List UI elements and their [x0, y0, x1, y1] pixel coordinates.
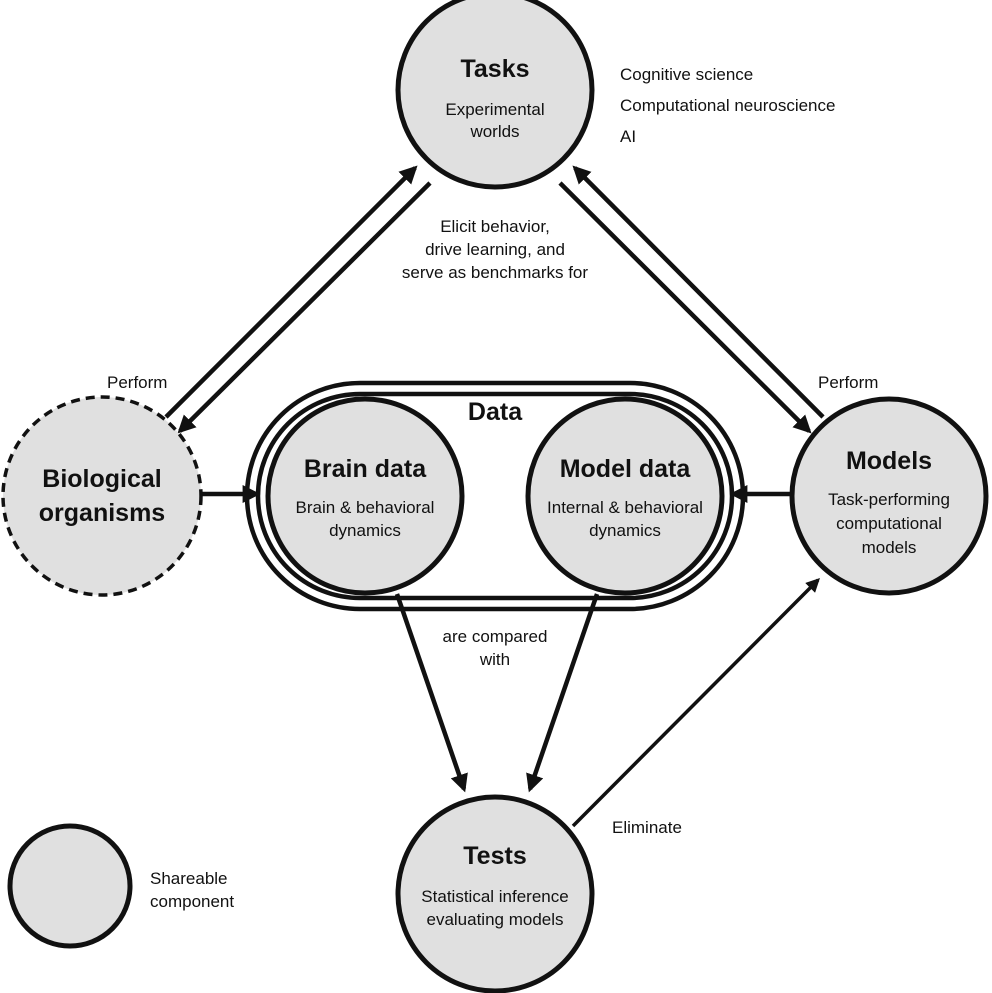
brain-data-subtitle-line1: Brain & behavioral	[296, 498, 435, 517]
tests-node	[395, 794, 595, 993]
model-data-title: Model data	[560, 455, 692, 483]
models-subtitle-line1: Task-performing	[828, 490, 950, 509]
compared-label-line1: are compared	[443, 627, 548, 646]
biological-organisms-node	[1, 395, 203, 597]
elicit-label-line3: serve as benchmarks for	[402, 263, 588, 282]
models-subtitle-line2: computational	[836, 514, 942, 533]
elicit-label-line2: drive learning, and	[425, 240, 565, 259]
arrow-model-data-to-tests	[526, 593, 600, 793]
arrows	[164, 165, 825, 828]
perform-label-left: Perform	[107, 373, 167, 392]
arrow-brain-data-to-tests	[394, 593, 468, 793]
legend-swatch	[7, 823, 133, 949]
legend-label-line1: Shareable	[150, 869, 228, 888]
brain-data-node	[265, 396, 465, 596]
tasks-subtitle-line1: Experimental	[445, 100, 544, 119]
model-data-subtitle-line1: Internal & behavioral	[547, 498, 703, 517]
models-subtitle-line3: models	[862, 538, 917, 557]
tests-subtitle-line2: evaluating models	[426, 910, 563, 929]
biological-organisms-line2: organisms	[39, 499, 165, 527]
tasks-subtitle-line2: worlds	[469, 122, 519, 141]
arrow-tasks-to-biological	[177, 181, 432, 434]
tasks-title: Tasks	[460, 55, 529, 83]
models-node	[789, 396, 989, 596]
brain-data-title: Brain data	[304, 455, 427, 483]
biological-organisms-line1: Biological	[42, 465, 161, 493]
field-item: Computational neuroscience	[620, 96, 835, 115]
elicit-label-line1: Elicit behavior,	[440, 217, 550, 236]
brain-data-subtitle-line2: dynamics	[329, 521, 401, 540]
data-group-title: Data	[468, 398, 523, 426]
field-item: Cognitive science	[620, 65, 753, 84]
arrow-biological-to-tasks	[164, 165, 418, 419]
tests-title: Tests	[463, 842, 526, 870]
arrow-models-to-tasks	[572, 165, 825, 419]
legend-label-line2: component	[150, 892, 234, 911]
model-data-subtitle-line2: dynamics	[589, 521, 661, 540]
arrow-tasks-to-models	[558, 181, 812, 434]
arrow-tests-to-models	[571, 578, 820, 828]
tests-subtitle-line1: Statistical inference	[421, 887, 568, 906]
field-item: AI	[620, 127, 636, 146]
eliminate-label: Eliminate	[612, 818, 682, 837]
perform-label-right: Perform	[818, 373, 878, 392]
compared-label-line2: with	[479, 650, 510, 669]
models-title: Models	[846, 447, 932, 475]
tasks-node	[395, 0, 595, 190]
model-data-node	[525, 396, 725, 596]
